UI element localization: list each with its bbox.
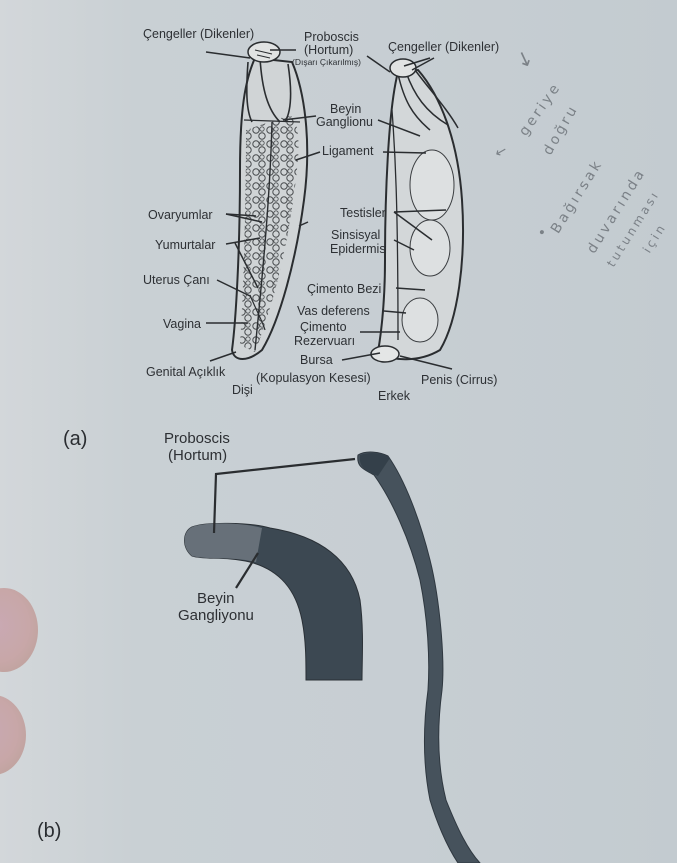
label-bursa-1: Bursa xyxy=(300,353,333,367)
label-female-hooks: Çengeller (Dikenler) xyxy=(143,27,255,41)
label-proboscis-b-2: (Hortum) xyxy=(168,447,228,464)
label-brain-a-1: Beyin xyxy=(330,102,362,116)
label-ligament: Ligament xyxy=(322,144,374,158)
leader-lines-a xyxy=(205,49,453,370)
caption-female: Dişi xyxy=(232,383,253,397)
label-testes: Testisler xyxy=(340,206,386,220)
label-brain-b-2: Gangliyonu xyxy=(178,607,254,624)
label-proboscis-note: (Dışarı Çıkarılmış) xyxy=(292,57,361,67)
label-proboscis-b-1: Proboscis xyxy=(164,430,230,447)
label-syncytial-2: Epidermis xyxy=(330,242,386,256)
panel-label-a: (a) xyxy=(63,428,88,450)
label-ovaries: Ovaryumlar xyxy=(148,208,213,222)
label-vagina: Vagina xyxy=(163,317,201,331)
label-proboscis-a-1: Proboscis xyxy=(304,30,359,44)
female-worm xyxy=(230,41,309,360)
label-cement-reservoir-1: Çimento xyxy=(300,320,347,334)
figure-b-worms xyxy=(184,451,481,863)
label-male-hooks: Çengeller (Dikenler) xyxy=(388,40,500,54)
label-bursa-2: (Kopulasyon Kesesi) xyxy=(256,371,371,385)
label-penis: Penis (Cirrus) xyxy=(421,373,498,387)
caption-male: Erkek xyxy=(378,389,410,403)
label-brain-a-2: Ganglionu xyxy=(316,115,373,129)
panel-label-b: (b) xyxy=(37,820,62,842)
label-vas-deferens: Vas deferens xyxy=(297,304,370,318)
label-uterine-bell: Uterus Çanı xyxy=(143,273,210,287)
male-worm xyxy=(370,58,465,363)
label-eggs: Yumurtalar xyxy=(155,238,216,252)
label-cement-gland: Çimento Bezi xyxy=(307,282,382,296)
label-proboscis-a-2: (Hortum) xyxy=(304,43,354,57)
label-brain-b-1: Beyin xyxy=(197,590,235,607)
label-syncytial-1: Sinsisyal xyxy=(331,228,381,242)
label-cement-reservoir-2: Rezervuarı xyxy=(294,334,356,348)
label-genital-pore: Genital Açıklık xyxy=(146,365,226,379)
leader-lines-b xyxy=(212,457,356,589)
